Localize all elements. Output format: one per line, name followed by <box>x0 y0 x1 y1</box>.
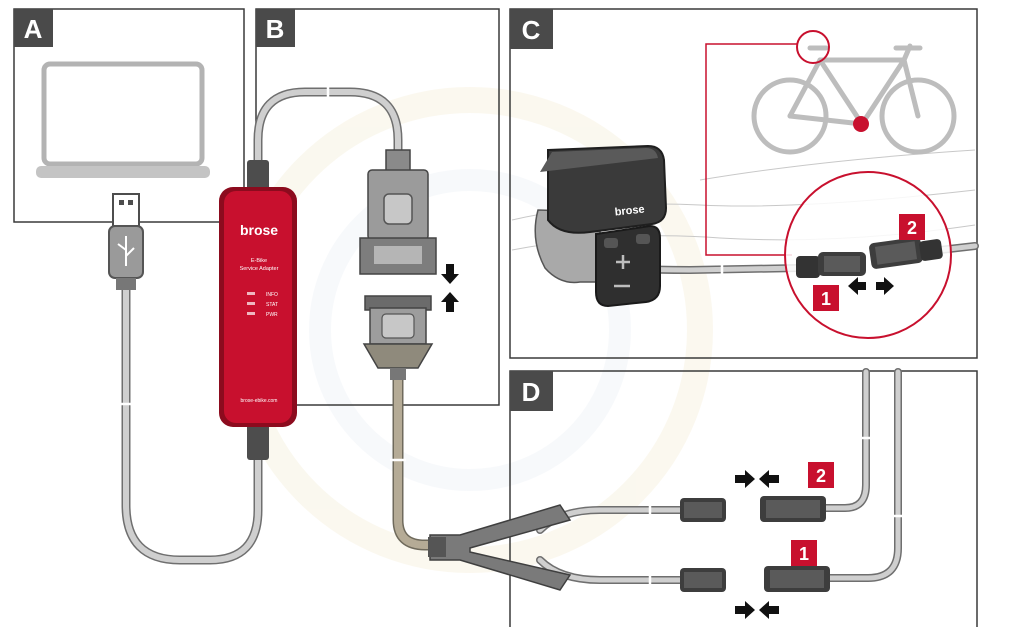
svg-text:A: A <box>24 14 43 44</box>
adapter-title-line2: Service Adapter <box>240 266 279 272</box>
adapter-led-info: INFO <box>266 292 278 298</box>
usb-icon <box>117 236 135 266</box>
callout-lines <box>705 43 798 256</box>
bike-cables-d <box>822 368 902 582</box>
display-brand: brose <box>614 203 645 218</box>
connect-arrows-b <box>441 264 459 312</box>
service-adapter: brose E-Bike Service Adapter INFO STAT P… <box>219 160 297 460</box>
d-connector-top-right <box>760 496 826 522</box>
d-connector-bottom-left <box>680 568 726 592</box>
adapter-title-line1: E-Bike <box>251 258 267 264</box>
usb-plug <box>108 193 144 290</box>
display-unit: brose <box>534 144 668 308</box>
dsub-female-connector <box>362 295 434 380</box>
d-badge-2: 2 <box>808 462 834 488</box>
dsub-male-connector <box>359 149 437 275</box>
c-badge-2: 2 <box>899 214 925 240</box>
panel-a-label: A <box>14 9 53 47</box>
cable-tick-marks <box>119 85 905 587</box>
laptop-icon <box>36 61 210 178</box>
svg-text:2: 2 <box>816 466 826 486</box>
panel-b-label: B <box>256 9 295 47</box>
c-connector-left <box>796 252 866 278</box>
svg-text:2: 2 <box>907 218 917 238</box>
svg-text:C: C <box>522 15 541 45</box>
panel-d-label: D <box>510 371 553 411</box>
panel-c-frame <box>509 8 978 359</box>
plus-button-icon <box>616 255 630 269</box>
splitter-cable <box>392 372 446 551</box>
svg-text:B: B <box>266 14 285 44</box>
adapter-url: brose-ebike.com <box>241 398 278 404</box>
c-connector-right <box>869 237 943 269</box>
d-arrows-top <box>735 470 779 488</box>
motor-highlight <box>853 116 869 132</box>
adapter-brand: brose <box>240 222 278 238</box>
d-connector-top-left <box>680 498 726 522</box>
svg-text:1: 1 <box>821 289 831 309</box>
c-arrows <box>848 277 894 295</box>
d-arrows-bottom <box>735 601 779 619</box>
svg-text:D: D <box>522 377 541 407</box>
d-badge-1: 1 <box>791 540 817 566</box>
adapter-led-stat: STAT <box>266 302 278 308</box>
panel-d-frame <box>509 370 978 627</box>
display-callout-circle <box>796 30 830 64</box>
d-connector-bottom-right <box>764 566 830 592</box>
adapter-led-pwr: PWR <box>266 312 278 318</box>
panel-c-label: C <box>510 9 553 49</box>
usb-cable <box>121 285 263 565</box>
svg-text:1: 1 <box>799 544 809 564</box>
bicycle-icon <box>751 43 957 155</box>
y-splitter <box>428 504 572 591</box>
c-badge-1: 1 <box>813 285 839 311</box>
